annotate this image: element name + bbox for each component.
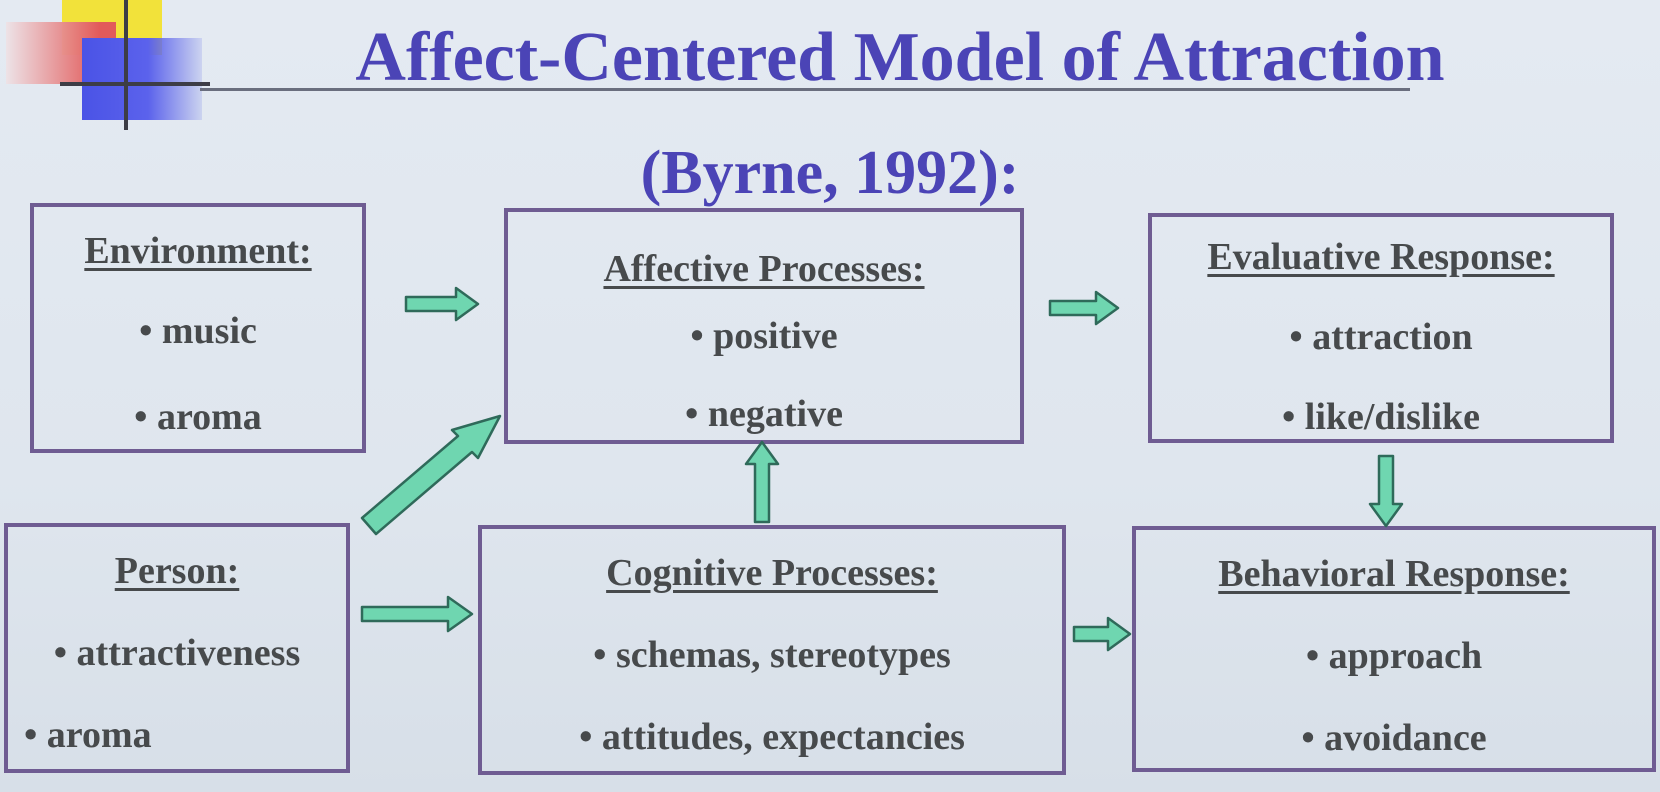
arrow-cognitive-to-behavioral [1072, 616, 1132, 652]
evaluative-heading: Evaluative Response: [1207, 236, 1555, 278]
arrow-cognitive-to-affective [744, 440, 780, 524]
behavioral-heading: Behavioral Response: [1218, 553, 1570, 595]
arrow-environment-to-affective [404, 286, 480, 322]
arrow-person-to-cognitive [360, 595, 474, 633]
slide-subtitle: (Byrne, 1992): [640, 139, 1020, 207]
logo-vertical-line [124, 0, 128, 130]
behavioral-item: • avoidance [1301, 717, 1487, 759]
person-item: • attractiveness [53, 632, 301, 674]
environment-box: Environment: • music • aroma [30, 203, 366, 453]
slide-logo-decoration [0, 0, 210, 130]
arrow-evaluative-to-behavioral [1368, 454, 1404, 528]
cognitive-heading: Cognitive Processes: [606, 552, 938, 594]
behavioral-item: • approach [1305, 635, 1483, 677]
affective-item: • negative [685, 393, 843, 435]
affective-item: • positive [690, 315, 838, 357]
evaluative-item: • attraction [1289, 316, 1473, 358]
title-underline-rule [200, 88, 1410, 91]
arrow-person-to-affective [360, 414, 502, 536]
cognitive-processes-box: Cognitive Processes: • schemas, stereoty… [478, 525, 1066, 775]
affective-processes-box: Affective Processes: • positive • negati… [504, 208, 1024, 444]
environment-heading: Environment: [84, 230, 312, 272]
environment-item: • music [139, 310, 257, 352]
cognitive-item: • schemas, stereotypes [593, 634, 951, 676]
slide-title: Affect-Centered Model of Attraction [355, 19, 1445, 96]
environment-item: • aroma [134, 396, 262, 438]
evaluative-item: • like/dislike [1281, 396, 1481, 438]
logo-blue-square [82, 38, 202, 120]
logo-horizontal-line [60, 82, 210, 86]
evaluative-response-box: Evaluative Response: • attraction • like… [1148, 213, 1614, 443]
behavioral-response-box: Behavioral Response: • approach • avoida… [1132, 526, 1656, 772]
affective-heading: Affective Processes: [603, 248, 925, 290]
cognitive-item: • attitudes, expectancies [579, 716, 965, 758]
person-item: • aroma [24, 714, 152, 756]
person-heading: Person: [114, 550, 240, 592]
arrow-affective-to-evaluative [1048, 290, 1120, 326]
person-box: Person: • attractiveness • aroma [4, 523, 350, 773]
